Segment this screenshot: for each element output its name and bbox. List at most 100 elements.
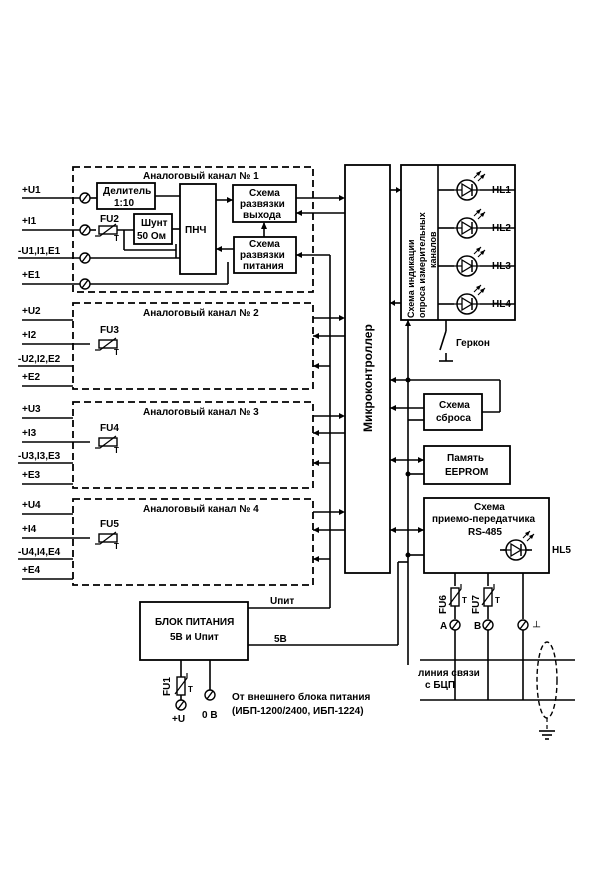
ch3-input-minus: -U3,I3,E3 [18,451,61,462]
varistor-icon [94,435,120,456]
divider-ratio: 1:10 [114,198,134,209]
channel-2-title: Аналоговый канал № 2 [143,308,259,319]
terminal-icon [204,689,216,701]
rs485-block: Схема приемо-передатчика RS-485 HL5 FU6 … [390,497,575,740]
ch1-fuse-label: FU2 [100,214,119,225]
terminal-icon [79,252,91,264]
power-isolation-box [233,236,297,274]
led-hl3: HL3 [492,261,511,272]
ch4-fuse-label: FU5 [100,519,119,530]
channel-1-title: Аналоговый канал № 1 [143,171,259,182]
varistor-icon [481,583,501,607]
ch1-input-u: +U1 [22,185,41,196]
ch4-input-u: +U4 [22,500,41,511]
indication-l2: опроса измерительных [417,212,427,318]
ch1-input-i: +I1 [22,216,37,227]
channel-1: Аналоговый канал № 1 +U1 +I1 -U1,I1,E1 +… [18,166,345,608]
led-hl2: HL2 [492,223,511,234]
power-box [139,601,249,661]
ground-symbol: ┴ [532,620,541,633]
led-row-4: HL4 [438,284,515,315]
ch4-input-minus: -U4,I4,E4 [18,547,61,558]
comm-line-l2: с БЦП [425,680,455,691]
comm-line-l1: линия связи [418,668,480,679]
channel-2-frame [72,302,314,390]
shunt-label: Шунт [141,218,168,229]
terminal-icon [449,619,461,631]
eeprom-box [423,445,511,485]
channel-1-frame [72,166,314,293]
power-block: БЛОК ПИТАНИЯ 5В и Uпит Uпит 5В FU1 +U 0 … [139,561,408,725]
led-row-3: HL3 [438,246,515,277]
divider-label: Делитель [103,186,151,197]
pnch-box [179,183,217,275]
shunt-box [133,213,173,245]
ch3-fuse-label: FU4 [100,423,119,434]
shunt-value: 50 Ом [137,231,166,242]
led-hl5: HL5 [552,545,571,556]
channel-2: Аналоговый канал № 2 +U2 +I2 FU3 -U2,I2,… [18,302,345,390]
terminal-icon [517,619,529,631]
indication-l3: каналов [428,231,438,268]
ch3-input-e: +E3 [22,470,41,481]
power-isolation-l1: Схема [249,239,280,250]
ch2-input-minus: -U2,I2,E2 [18,354,61,365]
eeprom-block: Память EEPROM [390,445,511,485]
output-isolation-l2: развязки [240,199,285,210]
led-hl4: HL4 [492,299,511,310]
fuse-fu6: FU6 [438,595,449,614]
indication-l1: Схема индикации [406,239,416,318]
ch3-input-i: +I3 [22,428,37,439]
rs485-l2: приемо-передатчика [432,514,535,525]
mcu-label: Микроконтроллер [361,324,375,432]
reset-box [423,393,483,431]
power-note-l1: От внешнего блока питания [232,691,370,703]
ch2-fuse-label: FU3 [100,325,119,336]
varistor-icon [174,672,194,696]
ch3-input-u: +U3 [22,404,41,415]
channel-3-frame [72,401,314,489]
ch4-input-e: +E4 [22,565,41,576]
channel-3-title: Аналоговый канал № 3 [143,407,259,418]
varistor-icon [94,531,120,552]
fuse-fu1: FU1 [162,677,173,696]
ch2-input-i: +I2 [22,330,37,341]
divider-box [96,182,156,210]
led-row-1: HL1 [438,170,515,201]
fuse-fu7: FU7 [471,595,482,614]
reset-l1: Схема [439,400,470,411]
eeprom-l2: EEPROM [445,467,488,478]
led-hl1: HL1 [492,185,511,196]
rs485-l3: RS-485 [468,527,502,538]
term-b: B [474,621,481,632]
led-row-2: HL2 [438,208,515,239]
power-l2: 5В и Uпит [170,632,219,643]
terminal-icon [175,699,187,711]
indication-block: Схема индикации опроса измерительных кан… [390,164,516,362]
channel-3: Аналоговый канал № 3 +U3 +I3 FU4 -U3,I3,… [18,401,345,489]
power-l1: БЛОК ПИТАНИЯ [155,617,234,628]
reset-l2: сброса [436,412,471,424]
varistor-icon [448,583,468,607]
pnch-label: ПНЧ [185,225,206,236]
output-isolation-l3: выхода [243,210,281,221]
ch1-input-minus: -U1,I1,E1 [18,246,61,257]
power-isolation-l3: питания [243,261,284,272]
channel-4-title: Аналоговый канал № 4 [143,504,259,515]
ch2-input-e: +E2 [22,372,41,383]
channel-4-frame [72,498,314,586]
terminal-icon [79,278,91,290]
ch1-input-e: +E1 [22,270,41,281]
varistor-icon [94,337,120,358]
terminal-icon [482,619,494,631]
output-isolation-box [232,184,297,223]
channel-4: Аналоговый канал № 4 +U4 +I4 FU5 -U4,I4,… [18,498,345,586]
power-zero: 0 В [202,710,218,721]
terminal-icon [79,192,91,204]
output-isolation-l1: Схема [249,188,280,199]
rs485-l1: Схема [474,502,505,513]
reed-switch-label: Геркон [456,338,490,349]
cable-shield-icon [536,641,558,719]
power-isolation-l2: развязки [240,250,285,261]
